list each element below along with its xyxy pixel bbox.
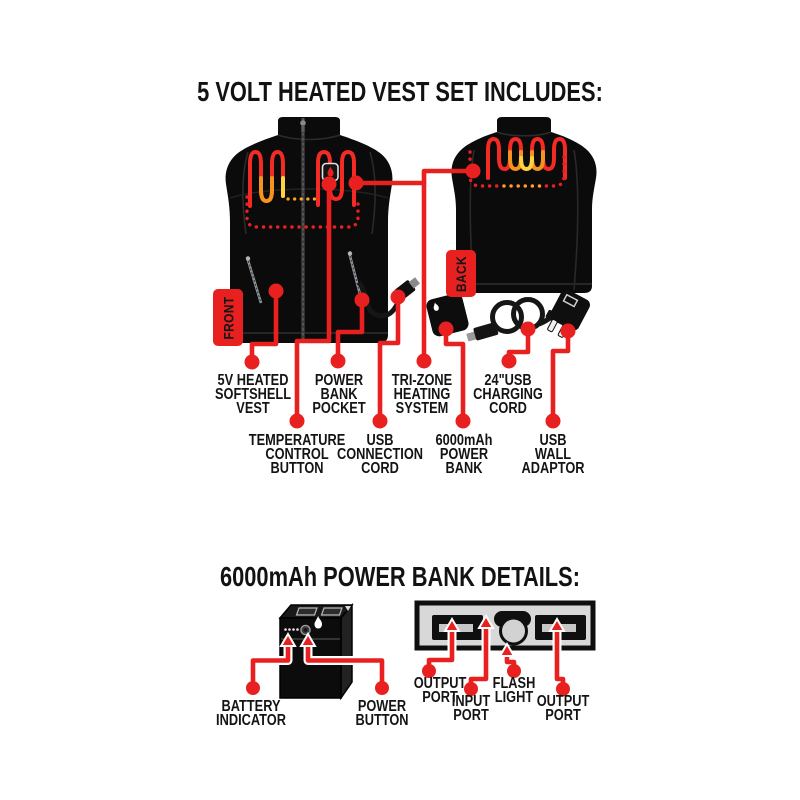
zipper-pull-tab — [301, 125, 305, 132]
power-bank-corner-highlight — [345, 606, 351, 611]
label-output-port-right: OUTPUT PORT — [536, 693, 590, 724]
label-output-port-left: OUTPUT PORT — [413, 675, 467, 706]
label-power-button: POWER BUTTON — [355, 698, 409, 729]
bottom-callout-arrowheads — [279, 614, 566, 657]
left-armhole-seam — [242, 151, 249, 235]
callout-line-usb-connection — [377, 294, 401, 423]
battery-led-3 — [292, 628, 295, 631]
dot-label-output-right — [556, 682, 570, 696]
back-right-seam — [573, 149, 579, 291]
dot-on-back-heat-zone — [465, 163, 481, 179]
dot-on-wall-adapter — [560, 323, 576, 339]
front-left-heat-element-orange — [259, 176, 274, 204]
collar-seam — [277, 134, 341, 141]
dot-label-usb-connection — [372, 413, 388, 429]
dot-label-wall-adaptor — [545, 413, 561, 429]
right-armhole-seam — [369, 151, 376, 235]
front-tag: FRONT — [213, 289, 243, 346]
label-input-port: INPUT PORT — [451, 693, 491, 724]
chest-seam — [229, 188, 389, 199]
charging-cord-usb-connector — [466, 322, 499, 342]
back-heat-element-yellow — [519, 156, 534, 172]
dot-on-usb-cord — [390, 289, 406, 305]
dot-on-front-heat-zone — [348, 175, 364, 191]
callout-line-softshell-vest — [249, 288, 279, 364]
power-button-center — [303, 628, 308, 632]
dot-label-temp-control — [289, 413, 305, 429]
dot-label-output-left — [422, 664, 436, 678]
callout-dots — [244, 163, 576, 429]
right-pocket-zipper-teeth — [348, 251, 364, 307]
dot-label-softshell — [244, 354, 260, 370]
arrow-up-flash-light — [498, 642, 516, 657]
dot-label-input-port — [464, 682, 478, 696]
callout-line-power-button — [305, 641, 385, 689]
front-tag-label: FRONT — [220, 295, 236, 340]
front-right-heat-element — [316, 149, 356, 207]
zipper-pull-icon — [300, 120, 306, 126]
dot-label-charging-cord — [501, 353, 517, 369]
callout-line-battery-indicator — [250, 641, 291, 689]
dot-label-tri-zone — [416, 353, 432, 369]
power-bank-top-view — [414, 600, 596, 651]
dot-label-power-button — [375, 681, 389, 695]
callout-line-tri-zone-upper — [353, 168, 474, 186]
dot-label-power-bank — [455, 413, 471, 429]
back-tag-label: BACK — [453, 255, 470, 292]
battery-led-2 — [288, 628, 291, 631]
wall-adapter-prong-1 — [547, 318, 558, 333]
label-tri-zone-heating: TRI-ZONE HEATING SYSTEM — [391, 372, 453, 417]
label-power-bank-pocket: POWER BANK POCKET — [312, 372, 366, 417]
battery-led-4 — [296, 628, 299, 631]
arrow-up-output-right — [548, 617, 566, 632]
left-pocket-pull — [245, 256, 251, 261]
front-vest-illustration — [225, 117, 393, 343]
callout-line-power-bank-pocket — [335, 297, 365, 363]
back-vest-illustration — [451, 117, 597, 293]
dot-on-charging-cord — [520, 321, 536, 337]
dot-label-flash-light — [507, 664, 521, 678]
battery-led-1 — [284, 628, 287, 631]
power-bank-accessory-illustration — [426, 293, 469, 337]
dot-on-temp-button — [321, 176, 337, 192]
power-bank-top-port-2 — [320, 607, 343, 616]
dot-on-pocket — [354, 292, 370, 308]
power-bank-side-face — [340, 602, 353, 701]
label-softshell-vest: 5V HEATED SOFTSHELL VEST — [214, 372, 292, 417]
callout-line-wall-adaptor — [550, 328, 571, 423]
power-bank-details-title: 6000mAh POWER BANK DETAILS: — [219, 561, 580, 592]
bottom-callout-dots — [246, 664, 570, 696]
power-bank-top-port-1 — [295, 607, 318, 616]
left-pocket-zipper-teeth — [246, 256, 262, 304]
back-collar-seam — [496, 131, 552, 137]
label-flash-light: FLASH LIGHT — [492, 675, 536, 706]
back-tag: BACK — [446, 250, 476, 297]
label-temp-control: TEMPERATURE CONTROL BUTTON — [248, 432, 346, 477]
charging-cord-illustration — [466, 297, 566, 342]
charging-cord-loop-1 — [490, 300, 524, 334]
label-charging-cord: 24"USB CHARGING CORD — [473, 372, 543, 417]
callout-lines — [249, 168, 571, 423]
power-bank-accessory-body — [426, 293, 469, 337]
arrow-up-output-left — [443, 617, 461, 632]
arrow-up-battery-indicator — [279, 632, 297, 647]
front-vest-body — [225, 117, 393, 343]
dot-label-pocket — [330, 353, 346, 369]
dot-on-power-bank — [438, 321, 454, 337]
wall-adapter-usb-slot — [562, 293, 579, 308]
label-wall-adaptor: USB WALL ADAPTOR — [521, 432, 585, 477]
arrow-up-power-button — [299, 632, 317, 647]
callout-line-temp-control — [294, 181, 332, 423]
dot-on-vest-front — [268, 283, 284, 299]
arrow-up-input-port — [477, 614, 495, 629]
dot-label-battery-indicator — [246, 681, 260, 695]
flash-light-icon — [499, 616, 528, 646]
label-usb-connection: USB CONNECTION CORD — [336, 432, 424, 477]
label-battery-indicator: BATTERY INDICATOR — [216, 698, 286, 729]
label-power-bank: 6000mAh POWER BANK — [435, 432, 493, 477]
vest-set-title: 5 VOLT HEATED VEST SET INCLUDES: — [197, 76, 603, 107]
right-pocket-pull — [347, 251, 353, 256]
wall-adapter-body — [550, 289, 590, 331]
